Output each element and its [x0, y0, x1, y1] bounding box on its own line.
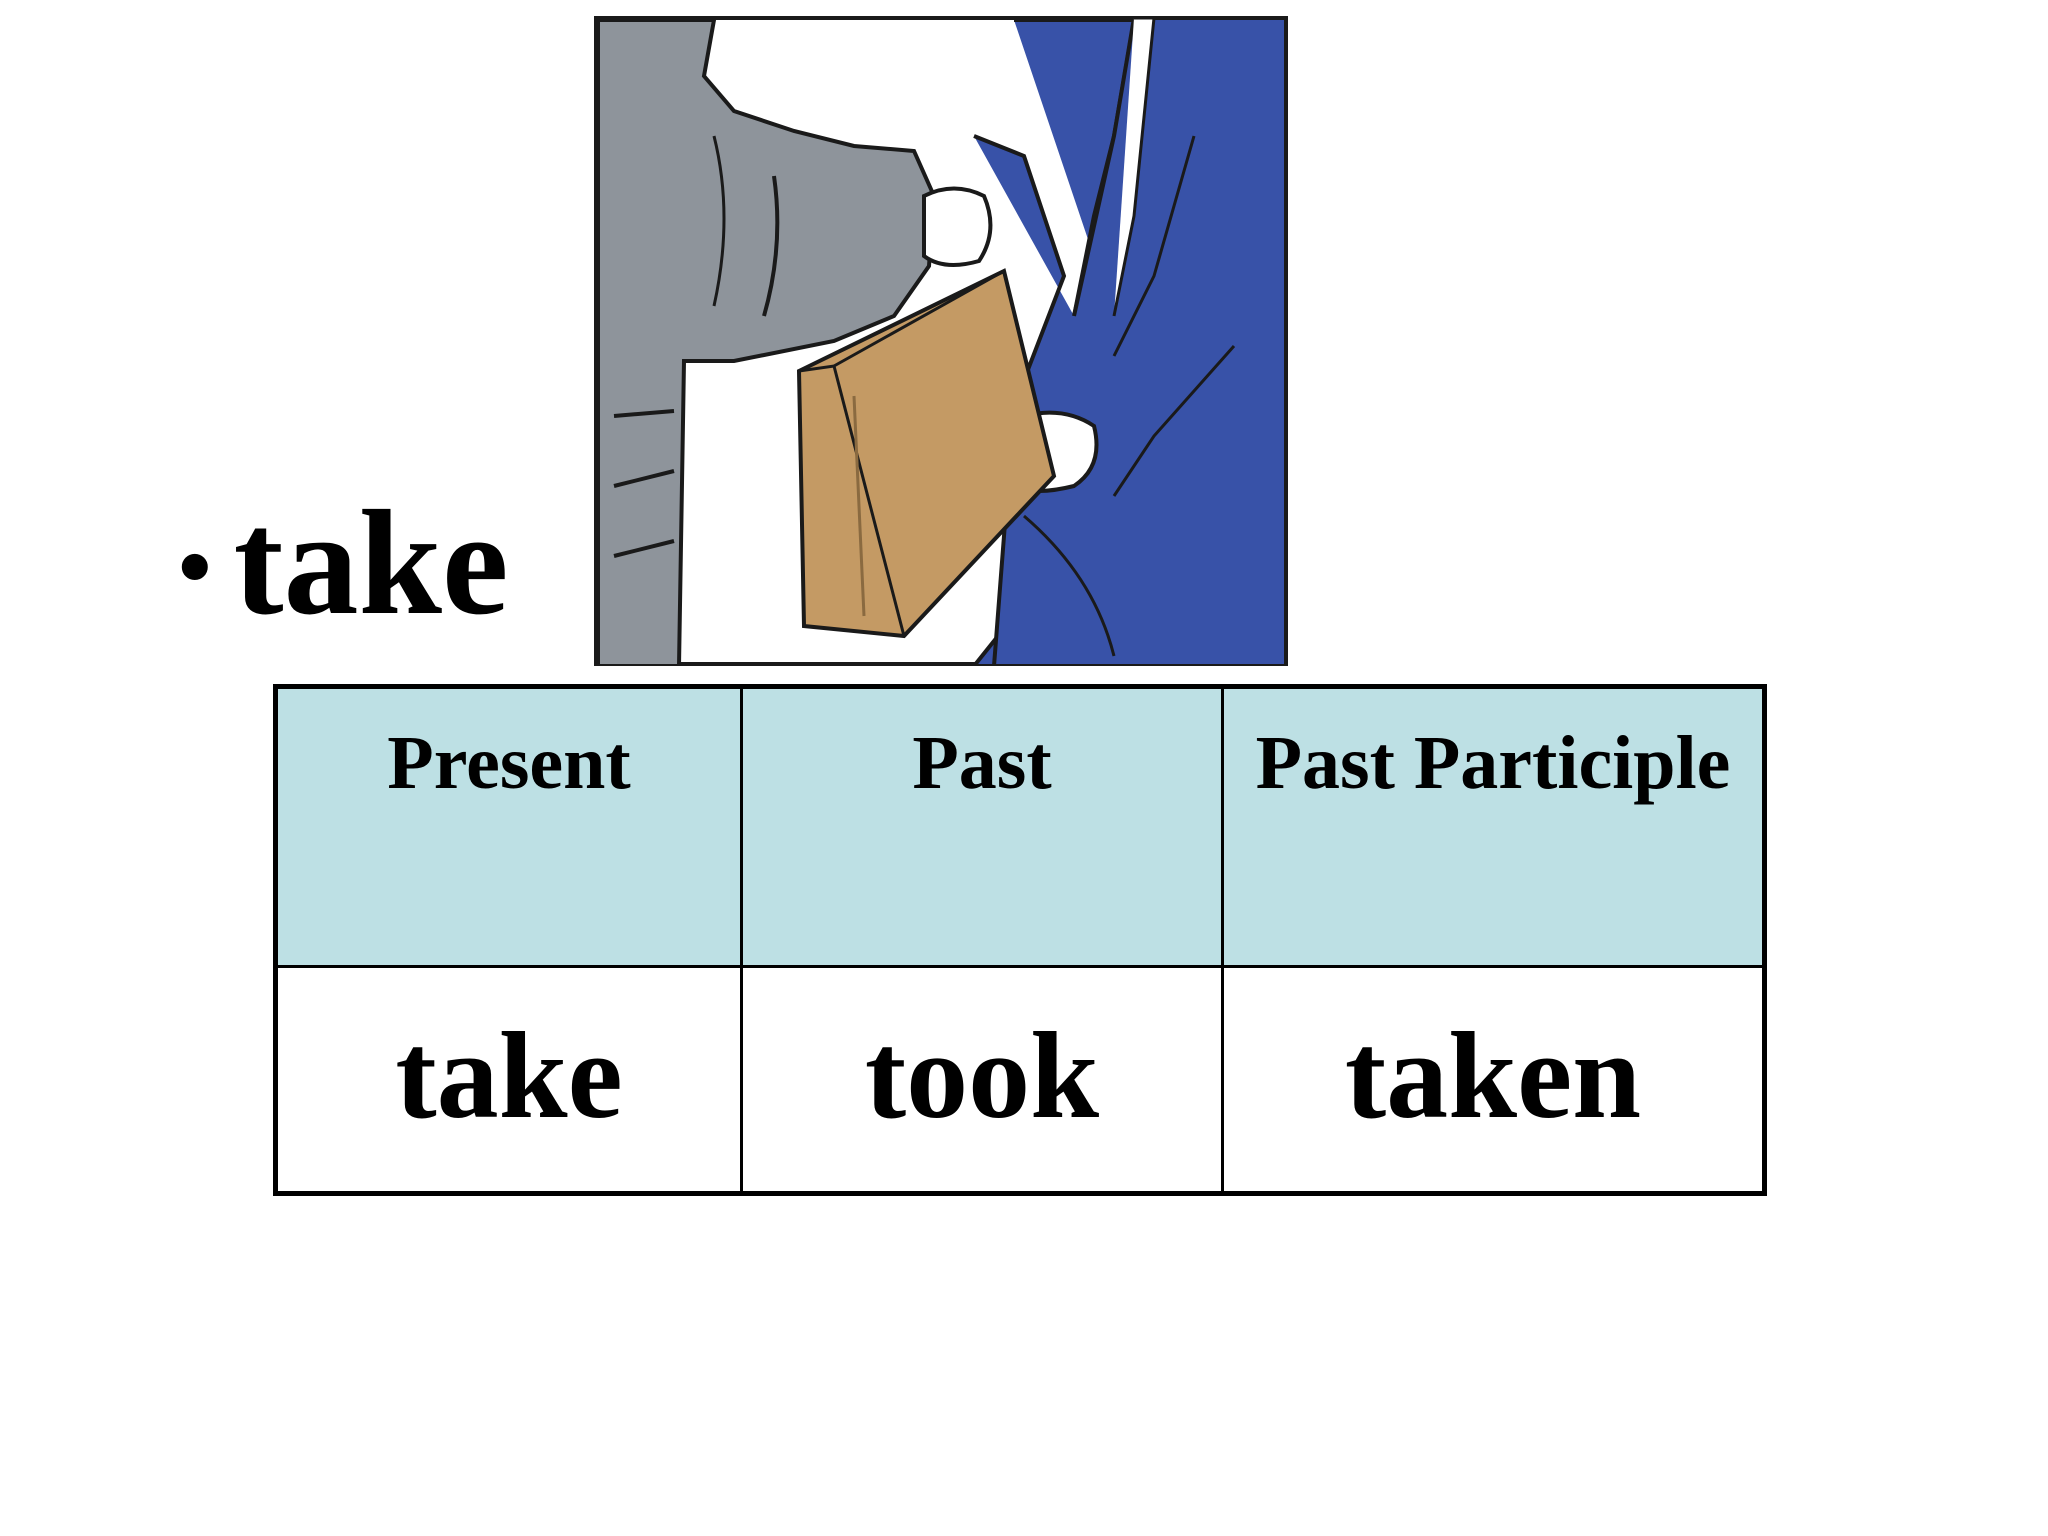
bullet-dot: •	[178, 513, 212, 620]
handing-box-illustration-icon	[594, 16, 1288, 668]
cell-past-participle: taken	[1221, 965, 1766, 1195]
header-past: Past	[740, 685, 1224, 968]
table-row: take took taken	[274, 965, 1766, 1195]
cell-past: took	[740, 965, 1224, 1195]
cell-present: take	[274, 965, 743, 1195]
table-header-row: Present Past Past Participle	[274, 685, 1766, 968]
header-present: Present	[274, 685, 743, 968]
bullet-word: take	[233, 480, 509, 646]
header-past-participle: Past Participle	[1221, 685, 1766, 968]
verb-forms-table: Present Past Past Participle take took t…	[273, 684, 1767, 1196]
bullet-item: • take	[178, 488, 509, 638]
